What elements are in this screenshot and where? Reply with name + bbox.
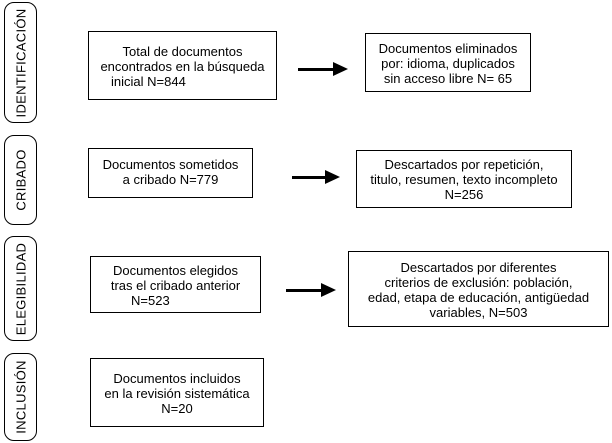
arrow-cribado-shaft [292, 175, 328, 179]
box-identificacion-total-line-1: Total de documentos [122, 44, 243, 59]
box-cribado-descartados: Descartados por repetición, titulo, resu… [356, 150, 572, 208]
box-identificacion-total: Total de documentos encontrados en la bú… [88, 31, 277, 100]
box-cribado-descartados-line-1: Descartados por repetición, [384, 157, 544, 172]
box-inclusion-incluidos-line-2: en la revisión sistemática [104, 386, 250, 401]
box-inclusion-incluidos: Documentos incluidos en la revisión sist… [90, 358, 264, 427]
box-cribado-descartados-line-3: N=256 [444, 187, 484, 202]
box-elegibilidad-elegidos: Documentos elegidos tras el cribado ante… [90, 256, 261, 313]
phase-label-elegibilidad-text: ELEGIBILIDAD [13, 242, 28, 335]
arrow-identificacion-shaft [298, 67, 336, 71]
phase-label-cribado: CRIBADO [4, 135, 37, 225]
box-identificacion-total-line-3: inicial N=844 [111, 74, 186, 89]
phase-label-inclusion-text: INCLUSIÓN [13, 360, 28, 434]
box-cribado-descartados-line-2: titulo, resumen, texto incompleto [370, 172, 558, 187]
phase-label-inclusion: INCLUSIÓN [4, 353, 37, 441]
phase-label-cribado-text: CRIBADO [13, 149, 28, 211]
box-cribado-sometidos-line-1: Documentos sometidos [102, 157, 239, 172]
arrow-elegibilidad-head [321, 283, 336, 297]
box-inclusion-incluidos-line-3: N=20 [161, 401, 193, 416]
box-elegibilidad-descartados-line-4: variables, N=503 [429, 305, 528, 320]
box-elegibilidad-descartados-line-1: Descartados por diferentes [400, 260, 557, 275]
box-elegibilidad-descartados-line-3: edad, etapa de educación, antigüedad [367, 290, 590, 305]
box-identificacion-eliminados-line-2: por: idioma, duplicados [381, 56, 515, 71]
arrow-cribado [292, 170, 340, 184]
phase-label-identificacion-text: IDENTIFICACIÓN [13, 8, 28, 117]
arrow-identificacion-head [333, 62, 348, 76]
phase-label-identificacion: IDENTIFICACIÓN [4, 2, 37, 123]
arrow-elegibilidad-shaft [286, 288, 324, 292]
phase-label-elegibilidad: ELEGIBILIDAD [4, 236, 37, 341]
arrow-elegibilidad [286, 283, 336, 297]
box-identificacion-eliminados: Documentos eliminados por: idioma, dupli… [365, 33, 531, 92]
box-identificacion-eliminados-line-1: Documentos eliminados [378, 41, 518, 56]
box-identificacion-eliminados-line-3: sin acceso libre N= 65 [383, 71, 513, 86]
box-elegibilidad-elegidos-line-2: tras el cribado anterior [110, 278, 241, 293]
box-cribado-sometidos: Documentos sometidos a cribado N=779 [88, 148, 253, 198]
box-elegibilidad-elegidos-line-3: N=523 [131, 293, 170, 308]
box-elegibilidad-elegidos-line-1: Documentos elegidos [112, 263, 239, 278]
box-cribado-sometidos-line-2: a cribado N=779 [122, 172, 219, 187]
arrow-cribado-head [325, 170, 340, 184]
arrow-identificacion [298, 62, 348, 76]
box-elegibilidad-descartados: Descartados por diferentes criterios de … [348, 251, 609, 327]
box-inclusion-incluidos-line-1: Documentos incluidos [113, 371, 241, 386]
box-identificacion-total-line-2: encontrados en la búsqueda [100, 59, 265, 74]
box-elegibilidad-descartados-line-2: criterios de exclusión: población, [384, 275, 573, 290]
